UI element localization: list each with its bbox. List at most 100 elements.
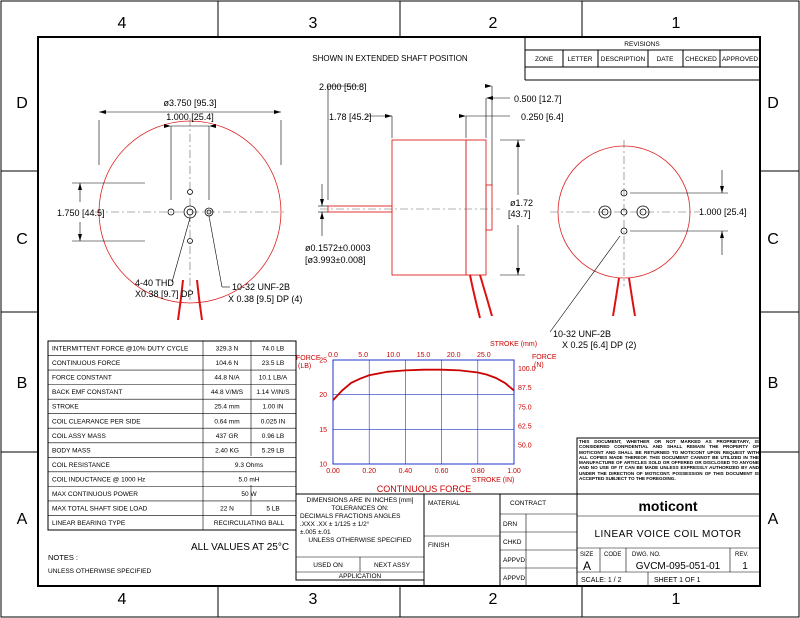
zone-right-A: A bbox=[768, 511, 779, 528]
chart-x-top-tick: 15.0 bbox=[417, 352, 431, 359]
revisions-labels: REVISIONS ZONE LETTER DESCRIPTION DATE C… bbox=[535, 41, 758, 63]
spec-label: MAX CONTINUOUS POWER bbox=[52, 491, 138, 498]
rev-col-letter: LETTER bbox=[568, 56, 593, 63]
unf-note-left-line2: X 0.38 [9.5] DP (4) bbox=[228, 294, 302, 304]
tol-line-4: .XXX .XX ± 1/125 ± 1/2° bbox=[300, 520, 370, 528]
spec-value-imperial: 1.00 IN bbox=[263, 404, 284, 411]
size-label: SIZE bbox=[580, 552, 593, 558]
chart-y-left-tick: 10 bbox=[319, 462, 327, 469]
spec-value-metric: 44.8 N/A bbox=[214, 375, 240, 382]
rev-col-date: DATE bbox=[657, 56, 675, 63]
application-label: APPLICATION bbox=[339, 573, 382, 580]
zone-left-C: C bbox=[16, 231, 28, 248]
spec-label: BODY MASS bbox=[52, 447, 91, 454]
spec-label: COIL CLEARANCE PER SIDE bbox=[52, 418, 141, 425]
spec-value-metric: 0.64 mm bbox=[214, 418, 239, 425]
spec-label: COIL ASSY MASS bbox=[52, 433, 106, 440]
chart-x-bottom-tick: 1.00 bbox=[507, 468, 521, 475]
dim-body-length: 1.78 [45.2] bbox=[329, 112, 372, 122]
drawing-title: LINEAR VOICE COIL MOTOR bbox=[594, 529, 741, 540]
finish-label: FINISH bbox=[428, 542, 450, 549]
dim-right-spacing: 1.000 [25.4] bbox=[699, 207, 747, 217]
spec-label: BACK EMF CONSTANT bbox=[52, 389, 122, 396]
tol-line-3: DECIMALS FRACTIONS ANGLES bbox=[300, 513, 401, 520]
used-on-label: USED ON bbox=[313, 562, 343, 569]
notes-title: NOTES : bbox=[48, 553, 78, 562]
spec-value-imperial: 10.1 LB/A bbox=[259, 375, 288, 382]
dim-hole-width: 1.000 [25.4] bbox=[166, 112, 214, 122]
rev-col-checked: CHECKED bbox=[685, 56, 717, 63]
spec-label: MAX TOTAL SHAFT SIDE LOAD bbox=[52, 505, 148, 512]
chart-x-bottom-tick: 0.20 bbox=[362, 468, 376, 475]
chart-y-right-tick: 75.0 bbox=[518, 404, 532, 411]
zone-bottom-3: 3 bbox=[309, 591, 318, 608]
spec-value-imperial: 0.96 LB bbox=[262, 433, 284, 440]
rev-col-description: DESCRIPTION bbox=[601, 56, 646, 63]
code-label: CODE bbox=[604, 552, 621, 558]
appvd-label-1: APPVD bbox=[503, 557, 525, 564]
rev-col-zone: ZONE bbox=[535, 56, 554, 63]
chart-y-left-label-1: FORCE bbox=[296, 355, 321, 362]
spec-value-metric: 9.3 Ohms bbox=[235, 462, 264, 469]
spec-value-metric: 2.40 KG bbox=[215, 447, 239, 454]
chart-x-top-tick: 0.0 bbox=[328, 352, 338, 359]
chart-x-top-tick: 5.0 bbox=[358, 352, 368, 359]
right-end-view: 1.000 [25.4] 10-32 UNF-2B X 0.25 [6.4] D… bbox=[549, 140, 747, 350]
spec-value-imperial: 5.29 LB bbox=[262, 447, 284, 454]
material-label: MATERIAL bbox=[428, 500, 460, 507]
tolerance-text: DIMENSIONS ARE IN INCHES [mm] TOLERANCES… bbox=[300, 497, 414, 580]
proprietary-note: THIS DOCUMENT, WHETHER OR NOT MARKED AS … bbox=[579, 439, 759, 482]
chart-x-bottom-tick: 0.80 bbox=[471, 468, 485, 475]
revisions-title: REVISIONS bbox=[624, 41, 660, 48]
chart-y-right-tick: 100.0 bbox=[518, 366, 536, 373]
unf-note-left-line1: 10-32 UNF-2B bbox=[232, 282, 290, 292]
spec-label: LINEAR BEARING TYPE bbox=[52, 520, 126, 527]
rev-col-approved: APPROVED bbox=[722, 56, 758, 63]
dim-body-diameter-mm: [43.7] bbox=[508, 209, 531, 219]
zone-right-C: C bbox=[767, 231, 779, 248]
material-text: MATERIAL FINISH CONTRACT DRN CHKD APPVD … bbox=[428, 500, 546, 582]
force-curve bbox=[332, 368, 515, 401]
contract-label: CONTRACT bbox=[510, 500, 546, 507]
spec-label: CONTINUOUS FORCE bbox=[52, 360, 121, 367]
tol-line-5: ±.005 ±.01 bbox=[300, 529, 331, 536]
revisions-table bbox=[524, 36, 761, 81]
dwg-label: DWG. NO. bbox=[632, 552, 661, 558]
spec-value-metric: 25.4 mm bbox=[214, 404, 239, 411]
dim-flange: 0.250 [6.4] bbox=[521, 112, 564, 122]
spec-value-imperial: 1.14 V/IN/S bbox=[256, 389, 290, 396]
rev-value: 1 bbox=[742, 561, 748, 572]
title-block bbox=[576, 493, 761, 587]
chart-y-left-tick: 20 bbox=[319, 392, 327, 399]
appvd-label-2: APPVD bbox=[503, 575, 525, 582]
zone-bottom-1: 1 bbox=[672, 591, 681, 608]
chart-y-left-label-2: (LB) bbox=[298, 363, 311, 370]
thd-note-line2: X0.38 [9.7] DP bbox=[135, 289, 194, 299]
spec-value-metric: 22 N bbox=[220, 505, 234, 512]
title-block-fields: SIZE A CODE DWG. NO. GVCM-095-051-01 REV… bbox=[580, 552, 749, 584]
spec-value-metric: 104.6 N bbox=[216, 360, 239, 367]
spec-label: INTERMITTENT FORCE @10% DUTY CYCLE bbox=[52, 346, 189, 353]
dim-shaft-extension: 0.500 [12.7] bbox=[514, 94, 562, 104]
sheet-text: SHEET 1 OF 1 bbox=[654, 577, 701, 584]
chart-x-bottom-tick: 0.60 bbox=[435, 468, 449, 475]
dim-body-diameter: ø1.72 bbox=[510, 198, 533, 208]
chart-y-right-label-1: FORCE bbox=[532, 354, 557, 361]
unf-note-right-line2: X 0.25 [6.4] DP (2) bbox=[562, 340, 636, 350]
chart-x-bottom-label: STROKE (IN) bbox=[472, 477, 514, 484]
side-view: 2.000 [50.8] 1.78 [45.2] 0.500 [12.7] 0.… bbox=[305, 82, 564, 319]
tol-line-6: UNLESS OTHERWISE SPECIFIED bbox=[308, 537, 411, 544]
dim-shaft-diameter: ø0.1572±0.0003 bbox=[305, 243, 371, 253]
left-end-view: ø3.750 [95.3] 1.000 [25.4] 1.750 [44.5] … bbox=[57, 98, 302, 321]
spec-value-imperial: 0.025 IN bbox=[261, 418, 286, 425]
zone-bottom-2: 2 bbox=[489, 591, 498, 608]
chart-y-right-tick: 50.0 bbox=[518, 442, 532, 449]
tol-line-1: DIMENSIONS ARE IN INCHES [mm] bbox=[307, 497, 414, 504]
zone-top-3: 3 bbox=[309, 15, 318, 32]
chart-x-top-tick: 20.0 bbox=[447, 352, 461, 359]
chkd-label: CHKD bbox=[503, 539, 522, 546]
extended-shaft-note: SHOWN IN EXTENDED SHAFT POSITION bbox=[312, 54, 468, 63]
chart-y-left-tick: 15 bbox=[319, 427, 327, 434]
spec-label: FORCE CONSTANT bbox=[52, 375, 112, 382]
